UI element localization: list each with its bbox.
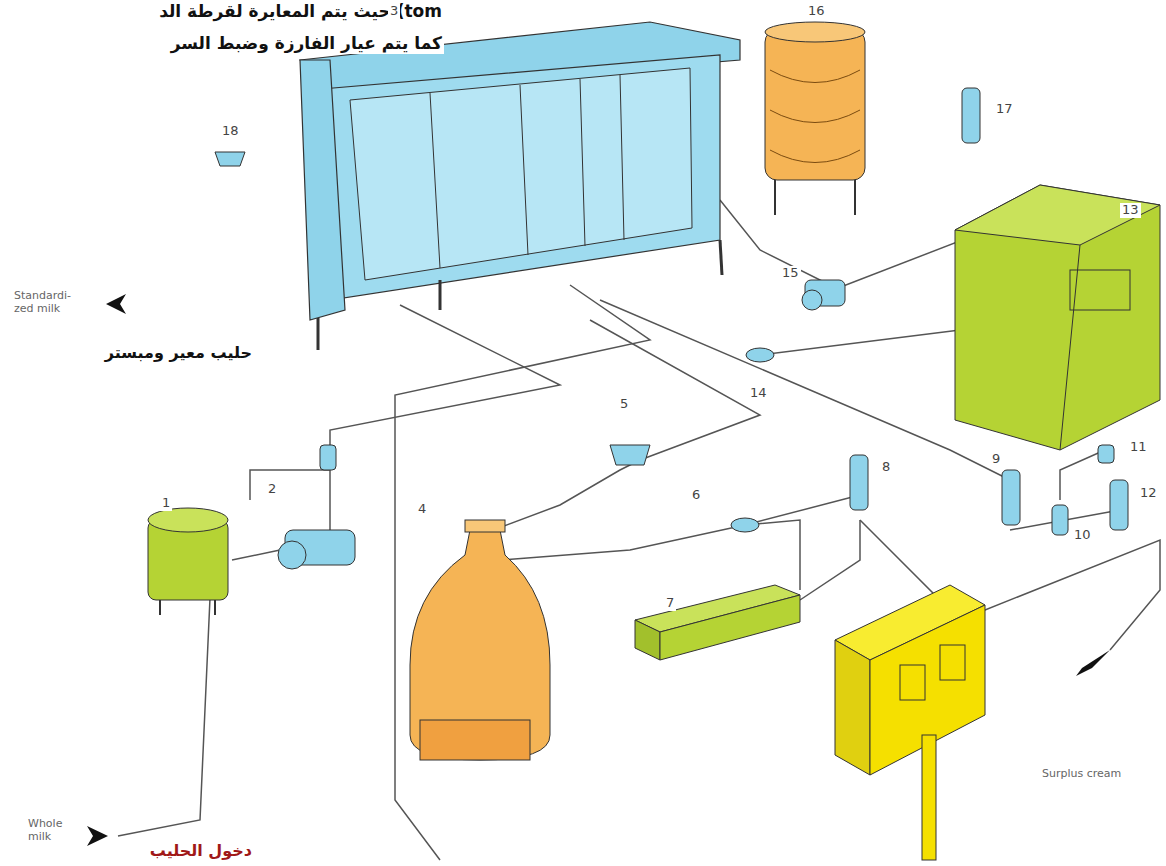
transmitter: [1110, 480, 1128, 530]
callout-number: 18: [220, 124, 241, 139]
callout-number: 17: [994, 102, 1015, 117]
callout-number: 11: [1128, 440, 1149, 455]
callout-number: 7: [664, 596, 676, 611]
flow-label: Surplus cream: [1040, 768, 1124, 781]
balance-tank: [148, 508, 228, 615]
plate-heat-exchanger: [300, 22, 740, 350]
heading-text: كما يتم عيار الفارزة وضبط السر: [60, 34, 444, 54]
flow-label: دخول الحليب: [110, 842, 254, 860]
valve: [610, 445, 650, 465]
callout-number: 8: [880, 460, 892, 475]
transmitter: [962, 88, 980, 143]
valve: [320, 445, 336, 470]
valve: [731, 518, 759, 532]
holding-tank: [765, 22, 865, 215]
callout-number: 16: [806, 4, 827, 19]
flow-label: حليب معير ومبستر: [10, 344, 254, 362]
control-panel: [835, 585, 985, 860]
callout-number: 9: [990, 452, 1002, 467]
flow-label: Standardi- zed milk: [12, 290, 88, 315]
outlet-arrow: [1076, 650, 1110, 676]
pump: [802, 280, 845, 310]
callout-number: 5: [618, 397, 630, 412]
separator: [410, 520, 550, 760]
flow-unit: [635, 585, 800, 660]
flow-label: Whole milk: [26, 818, 86, 843]
callout-number: 14: [748, 386, 769, 401]
pump: [278, 530, 355, 569]
callout-number: 12: [1138, 486, 1159, 501]
inlet-arrow: [87, 826, 108, 846]
callout-number: 2: [266, 482, 278, 497]
flow-meter: [215, 152, 245, 166]
callout-number: 10: [1072, 528, 1093, 543]
callout-number: 13: [1120, 203, 1141, 218]
heading-text: tom) حيث يتم المعايرة لقرطة الد: [60, 2, 444, 22]
valve: [1052, 505, 1068, 535]
transmitter: [850, 455, 868, 510]
callout-number: 1: [160, 496, 172, 511]
outlet-arrow: [106, 294, 126, 314]
callout-number: 4: [416, 502, 428, 517]
valve: [746, 348, 774, 362]
control-cabinet: [955, 185, 1160, 450]
callout-number: 3: [388, 4, 400, 19]
valve: [1098, 445, 1114, 463]
callout-number: 6: [690, 488, 702, 503]
callout-number: 15: [780, 266, 801, 281]
transmitter: [1002, 470, 1020, 525]
